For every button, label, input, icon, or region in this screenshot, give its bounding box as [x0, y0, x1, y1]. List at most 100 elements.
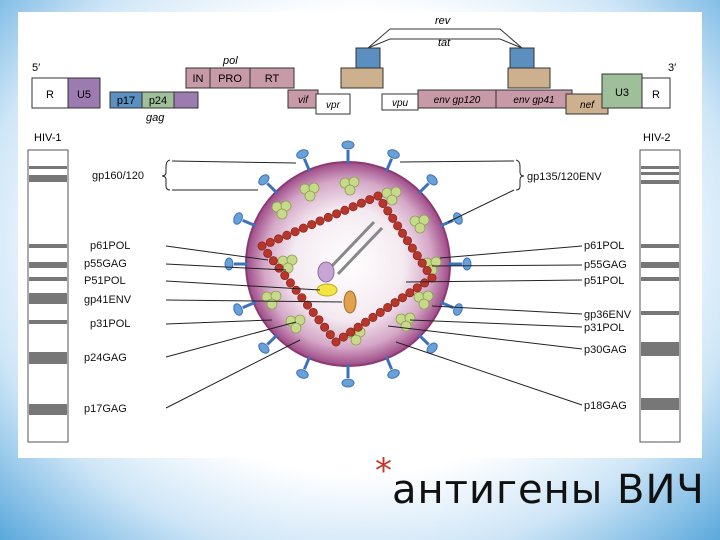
gene-in-label: IN	[193, 73, 204, 85]
leader-p18-right	[395, 341, 583, 406]
spike-stem	[266, 333, 279, 346]
capsid-bead	[291, 285, 301, 295]
spike-stem	[417, 182, 430, 195]
rna-strand	[328, 220, 376, 270]
genome-map: 5′ 3′ rev tat pol R U5 p17 p24 gag IN PR…	[31, 15, 676, 124]
capsid-bead	[420, 278, 430, 288]
capsid-bead	[407, 243, 417, 253]
gene-gag-end	[173, 91, 199, 109]
capsid-bead	[285, 278, 295, 288]
blot-hiv1-band	[29, 262, 67, 268]
leader-p30-right	[387, 325, 583, 350]
gene-rt-label: RT	[265, 73, 280, 85]
gene-u5-label: U5	[77, 89, 91, 101]
blot-hiv1-band	[29, 404, 67, 415]
leader-p55-left	[165, 263, 287, 271]
leader-p24-left	[165, 321, 297, 358]
blot-hiv2-band	[641, 166, 679, 169]
capsid-bead	[346, 327, 356, 337]
capsid-bead	[314, 315, 324, 325]
genome-3-prime: 3′	[668, 62, 676, 74]
reverse-transcriptase	[317, 261, 335, 283]
leader-p61-left	[165, 245, 269, 261]
capsid-bead	[303, 300, 313, 310]
capsid-bead	[331, 337, 341, 347]
capsid-bead	[417, 258, 427, 268]
label-p24gag: p24GAG	[84, 352, 127, 364]
label-pol: pol	[222, 55, 238, 67]
label-p61pol-right: p61POL	[584, 240, 624, 252]
spike-stem	[266, 182, 279, 195]
spike-head	[224, 257, 234, 271]
spike-head	[341, 378, 355, 388]
capsid-bead	[340, 205, 350, 215]
blot-hiv1-band	[29, 352, 67, 364]
exon-tan-1	[340, 67, 384, 89]
capsid-bead	[274, 263, 284, 273]
genome-5-prime: 5′	[32, 62, 40, 74]
gene-env-gp120-label: env gp120	[434, 95, 481, 106]
capsid-bead	[390, 298, 400, 308]
label-p31pol-right: p31POL	[584, 322, 624, 334]
gene-u3-label: U3	[615, 87, 629, 99]
spike-head	[258, 174, 270, 186]
capsid-bead	[375, 307, 385, 317]
spike-head	[296, 369, 309, 379]
capsid-bead	[373, 191, 383, 201]
capsid-bead	[402, 236, 412, 246]
matrix-knob	[276, 208, 288, 220]
blot-hiv2: HIV-2	[639, 132, 681, 443]
capsid-bead	[348, 202, 358, 212]
capsid-bead	[315, 216, 325, 226]
matrix-knob	[414, 222, 426, 234]
spike-stem	[439, 218, 454, 228]
leader-gp135-top	[399, 160, 515, 163]
spike-head	[258, 342, 270, 354]
label-gp135-120env: gp135/120ENV	[527, 171, 602, 183]
blot-hiv2-band	[641, 398, 679, 410]
capsid-beads	[257, 191, 437, 347]
spike-head	[387, 149, 400, 159]
capsid-bead	[361, 317, 371, 327]
spike-head	[296, 149, 309, 159]
blot-hiv2-band	[641, 244, 679, 248]
tat-splice-line	[367, 38, 523, 49]
leader-gp36-right	[431, 305, 583, 315]
matrix-knob	[266, 298, 278, 310]
caption-text: антигены ВИЧ	[392, 467, 705, 513]
blot-hiv1-band	[29, 320, 67, 324]
leader-p61-right	[439, 245, 583, 259]
gene-r-left-label: R	[46, 89, 54, 101]
brace-left	[161, 159, 171, 191]
capsid-bead	[263, 248, 273, 258]
matrix-knob	[344, 184, 356, 196]
labels-left: gp160/120 p61POL p55GAG P51POL gp41ENV p…	[84, 170, 144, 415]
capsid-bead	[268, 256, 278, 266]
matrix-knob	[304, 190, 316, 202]
capsid-bead	[308, 307, 318, 317]
exon-revtat-1	[355, 47, 381, 69]
capsid-bead	[368, 312, 378, 322]
gene-vpr-label: vpr	[326, 100, 341, 111]
capsid-bead	[378, 198, 388, 208]
capsid-bead	[265, 237, 275, 247]
leader-p31-left	[165, 319, 273, 325]
blot-hiv2-band	[641, 311, 679, 315]
rev-splice-line	[367, 28, 523, 49]
capsid-bead	[280, 271, 290, 281]
capsid-bead	[282, 230, 292, 240]
capsid-bead	[412, 283, 422, 293]
label-tat: tat	[438, 37, 451, 49]
gene-p24-label: p24	[149, 95, 167, 107]
gene-vpr	[315, 93, 351, 115]
gene-vif-label: vif	[298, 95, 309, 106]
capsid-bead	[323, 212, 333, 222]
gene-r-left	[31, 77, 69, 109]
label-p30gag: p30GAG	[584, 344, 627, 356]
label-gp41env: gp41ENV	[84, 294, 132, 306]
blot-hiv2-band	[641, 180, 679, 184]
capsid-bead	[257, 241, 267, 251]
gene-r-right-label: R	[652, 89, 660, 101]
capsid-bead	[397, 293, 407, 303]
blot-hiv1: HIV-1	[27, 132, 69, 443]
